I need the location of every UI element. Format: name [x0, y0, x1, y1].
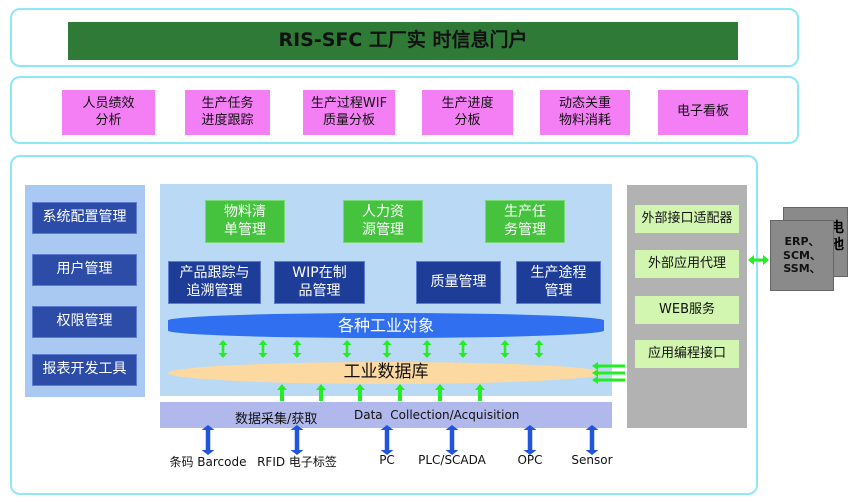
up-arrow-icon: [355, 384, 365, 401]
double-arrow-icon: [218, 340, 228, 358]
up-arrow-icon: [316, 384, 326, 401]
right-panel-item[interactable]: 外部应用代理: [635, 250, 739, 278]
left-panel-item[interactable]: 报表开发工具: [32, 354, 137, 386]
top-module[interactable]: 生产任务 进度跟踪: [185, 90, 270, 135]
blue-double-arrow-icon: [201, 425, 215, 455]
source-label: PLC/SCADA: [418, 453, 486, 467]
double-arrow-icon: [292, 340, 302, 358]
top-module[interactable]: 生产过程WIF 质量分板: [303, 90, 395, 135]
horizontal-double-arrow-icon: [748, 255, 769, 265]
left-arrow-icon: [592, 362, 625, 370]
source-label: OPC: [517, 453, 543, 467]
source-label: RFID 电子标签: [257, 455, 337, 469]
right-panel-item[interactable]: WEB服务: [635, 296, 739, 324]
portal-frame: [10, 8, 799, 67]
left-arrow-icon: [592, 376, 625, 384]
top-module[interactable]: 人员绩效 分析: [62, 90, 155, 135]
source-label: 条码 Barcode: [169, 455, 247, 469]
top-module[interactable]: 生产进度 分板: [422, 90, 513, 135]
navy-module[interactable]: WIP在制 品管理: [274, 261, 365, 304]
source-label: PC: [379, 453, 395, 467]
blue-double-arrow-icon: [523, 425, 537, 455]
left-arrow-icon: [592, 369, 625, 377]
navy-module[interactable]: 生产途程 管理: [516, 261, 601, 304]
database-band: [168, 362, 604, 384]
right-panel-item[interactable]: 应用编程接口: [635, 340, 739, 368]
collection-label-en: Data Collection/Acquisition: [354, 408, 520, 422]
green-module[interactable]: 生产任 务管理: [485, 200, 565, 243]
up-arrow-icon: [475, 384, 485, 401]
double-arrow-icon: [458, 340, 468, 358]
objects-band-label: 各种工业对象: [337, 315, 434, 335]
collection-bar: [160, 402, 612, 428]
left-panel-item[interactable]: 用户管理: [32, 254, 137, 286]
double-arrow-icon: [342, 340, 352, 358]
modules-frame: [10, 76, 799, 144]
top-module[interactable]: 电子看板: [658, 90, 748, 135]
database-band-label: 工业数据库: [343, 362, 429, 383]
source-label: Sensor: [571, 453, 613, 467]
up-arrow-icon: [277, 384, 287, 401]
blue-double-arrow-icon: [445, 425, 459, 455]
green-module[interactable]: 物料清 单管理: [205, 200, 285, 243]
right-panel-item[interactable]: 外部接口适配器: [635, 205, 739, 233]
navy-module[interactable]: 产品跟踪与 追溯管理: [168, 261, 261, 304]
up-arrow-icon: [435, 384, 445, 401]
blue-double-arrow-icon: [585, 425, 599, 455]
double-arrow-icon: [422, 340, 432, 358]
left-panel-item[interactable]: 权限管理: [32, 306, 137, 338]
blue-double-arrow-icon: [290, 425, 304, 455]
green-module[interactable]: 人力资 源管理: [343, 200, 423, 243]
title-bar: RIS-SFC 工厂实 时信息门户: [68, 22, 738, 60]
objects-band: [168, 313, 604, 338]
top-module[interactable]: 动态关重 物料消耗: [540, 90, 630, 135]
double-arrow-icon: [258, 340, 268, 358]
blue-double-arrow-icon: [380, 425, 394, 455]
double-arrow-icon: [500, 340, 510, 358]
main-frame: [10, 155, 758, 495]
up-arrow-icon: [395, 384, 405, 401]
double-arrow-icon: [382, 340, 392, 358]
external-system-front: ERP、 SCM、 SSM、: [770, 220, 834, 291]
left-panel-item[interactable]: 系统配置管理: [32, 202, 137, 234]
collection-label-cn: 数据采集/获取: [235, 412, 318, 427]
double-arrow-icon: [534, 340, 544, 358]
navy-module[interactable]: 质量管理: [416, 261, 501, 304]
